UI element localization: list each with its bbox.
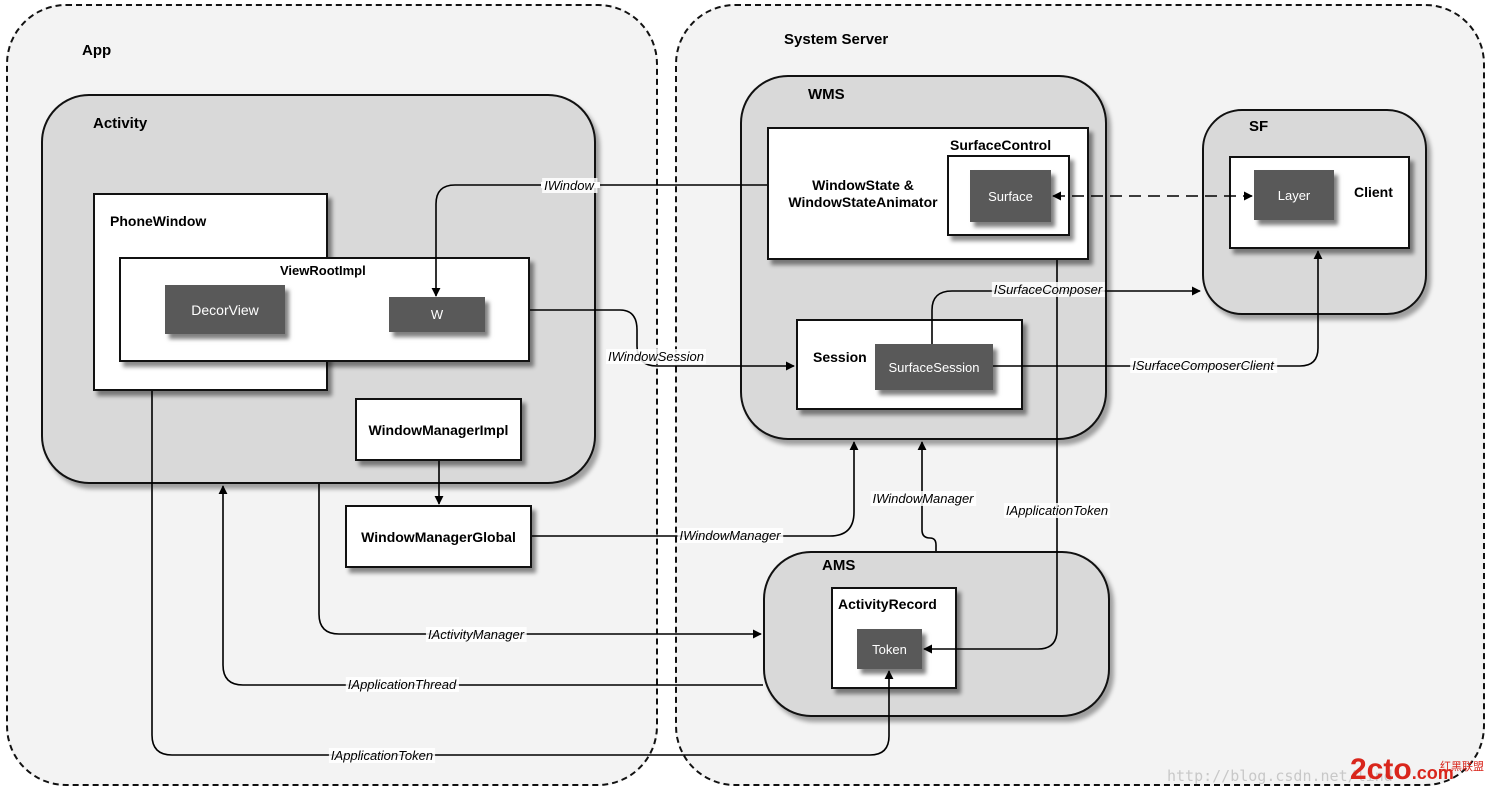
iwindow-edge: [431, 184, 767, 297]
edge-label-halo: [677, 528, 784, 543]
iwindow-session-edge: [530, 309, 795, 371]
edge-label-halo: [345, 677, 459, 692]
isurface-composer-label: ISurfaceComposer: [994, 282, 1103, 297]
edge-label-halo: [870, 491, 977, 506]
isurface-composer-client-edge: [993, 250, 1323, 367]
edge-label-halo: [991, 282, 1105, 297]
sf-title: SF: [1249, 118, 1269, 135]
w-box: W: [389, 297, 485, 332]
iapplication-token-app-edge: [151, 391, 894, 756]
decor-view-box: DecorView: [165, 285, 285, 334]
surface-control-label: SurfaceControl: [950, 137, 1052, 153]
iwindow-manager-ams-label: IWindowManager: [872, 491, 974, 506]
surface-box: Surface: [970, 170, 1051, 222]
window-state-label: WindowState & WindowStateAnimator: [788, 177, 938, 210]
iactivity-manager-edge: [318, 484, 762, 639]
iapplication-thread-label: IApplicationThread: [348, 677, 457, 692]
watermark-logo-sub: 红黑联盟: [1440, 761, 1484, 773]
iapplication-token-wms-edge: [923, 260, 1058, 654]
session-label: Session: [813, 349, 867, 365]
watermark-url: http://blog.csdn.net/lind: [1167, 767, 1393, 785]
phone-window-label: PhoneWindow: [110, 213, 207, 229]
wms-title: WMS: [808, 86, 845, 103]
isurface-composer-client-label: ISurfaceComposerClient: [1132, 358, 1275, 373]
system-server-title: System Server: [784, 31, 889, 48]
app-title: App: [82, 42, 112, 59]
activity-record-label: ActivityRecord: [838, 596, 937, 612]
edge-label-halo: [425, 627, 527, 642]
iwindow-label: IWindow: [544, 178, 595, 193]
iapplication-thread-edge: [218, 485, 763, 686]
surface-session-box: SurfaceSession: [875, 344, 993, 390]
token-box: Token: [857, 629, 922, 669]
ams-title: AMS: [822, 557, 856, 574]
edge-label-halo: [328, 748, 436, 763]
iapplication-token-app-label: IApplicationToken: [331, 748, 433, 763]
iwindow-session-label: IWindowSession: [608, 349, 704, 364]
edge-label-halo: [606, 349, 706, 364]
isurface-composer-edge: [931, 286, 1201, 344]
layer-box: Layer: [1254, 170, 1334, 220]
client-label: Client: [1354, 184, 1393, 200]
activity-title: Activity: [93, 115, 148, 132]
edge-label-halo: [1003, 503, 1111, 518]
iactivity-manager-label: IActivityManager: [428, 627, 525, 642]
watermark-logo: 2cto.com: [1350, 753, 1454, 786]
window-manager-impl-box: WindowManagerImpl: [355, 398, 522, 461]
view-root-impl-label: ViewRootImpl: [280, 263, 366, 278]
iwindow-manager-ams-edge: [917, 441, 937, 551]
iwindow-manager-global-edge: [532, 441, 859, 537]
iapplication-token-wms-label: IApplicationToken: [1006, 503, 1108, 518]
iwindow-manager-global-label: IWindowManager: [679, 528, 781, 543]
window-manager-global-box: WindowManagerGlobal: [345, 505, 532, 568]
edge-label-halo: [542, 178, 598, 193]
edge-label-halo: [1130, 358, 1278, 373]
